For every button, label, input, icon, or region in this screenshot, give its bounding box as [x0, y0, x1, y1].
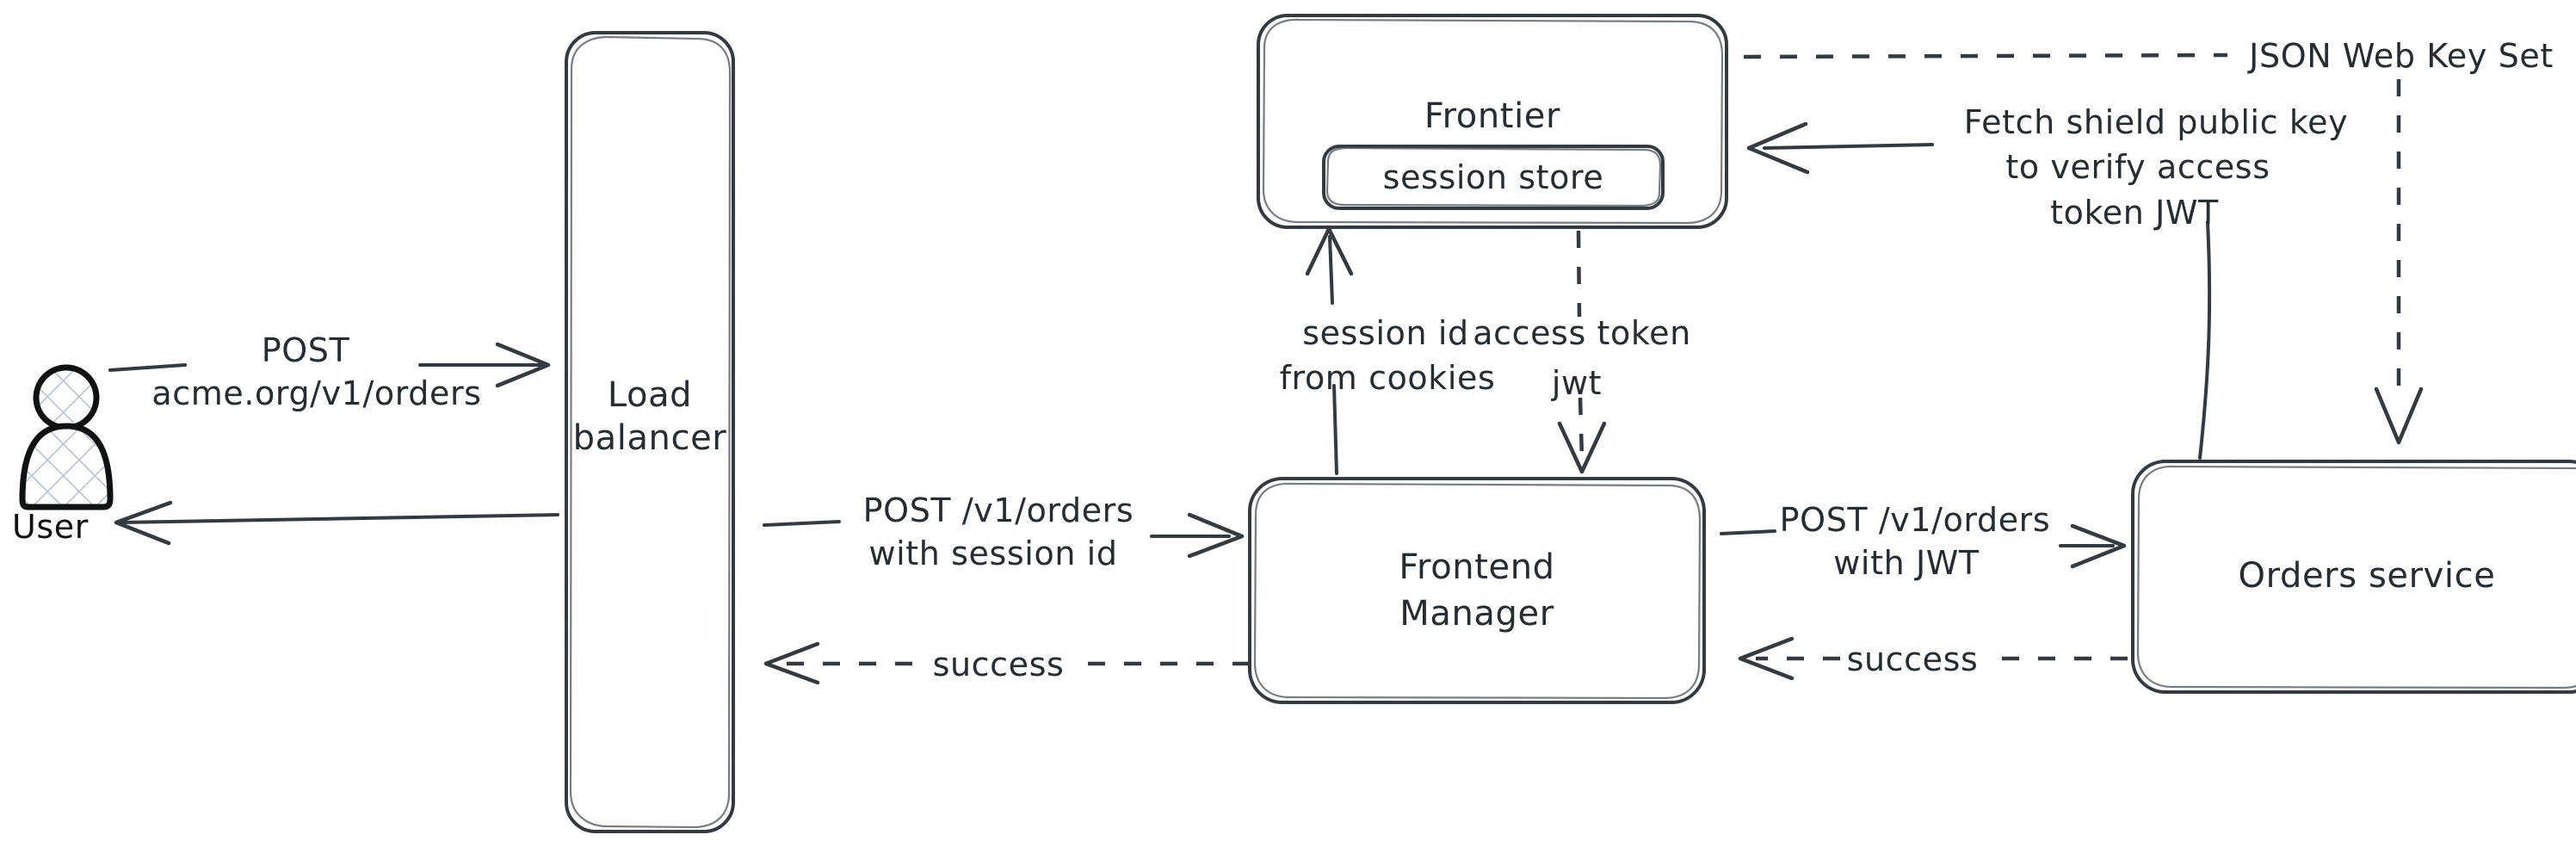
edge-frontier-to-os-line-horizontal: [1743, 53, 2228, 59]
edge-os-to-fm-arrowhead: [1738, 636, 1795, 681]
node-session-store[interactable]: session store: [1322, 145, 1665, 210]
edge-lb-to-user-line: [119, 513, 559, 524]
edge-frontend-manager-to-orders-service[interactable]: POST /v1/orders with JWT: [1720, 501, 2127, 582]
user-head-icon: [33, 364, 100, 431]
node-load-balancer[interactable]: Load balancer: [565, 31, 735, 833]
edge-fm-to-os-line: [1720, 529, 1776, 535]
edge-lb-to-fm-label-line1: POST /v1/orders: [863, 492, 1134, 529]
load-balancer-label-line2: balancer: [573, 418, 727, 458]
edge-frontend-manager-to-load-balancer[interactable]: success: [763, 641, 1250, 685]
edge-user-to-lb-label-line1: POST: [262, 331, 350, 369]
frontend-manager-box-sketch-overlay: [1253, 482, 1702, 700]
edge-lb-to-user-arrowhead: [114, 500, 173, 546]
edge-os-to-frontier-label-line1: Fetch shield public key: [1964, 103, 2348, 141]
load-balancer-box: [565, 31, 735, 833]
load-balancer-box-sketch-overlay: [569, 35, 732, 829]
edge-frontier-to-fm-arrowhead: [1557, 421, 1607, 474]
edge-os-to-fm-label: success: [1847, 640, 1979, 678]
edge-lb-to-fm-arrowhead: [1187, 512, 1245, 559]
session-store-box-sketch-overlay: [1325, 146, 1662, 207]
edge-os-to-frontier-line: [2198, 220, 2212, 460]
edge-fm-to-lb-arrowhead: [763, 641, 820, 685]
edge-load-balancer-to-frontend-manager[interactable]: POST /v1/orders with session id: [763, 492, 1245, 572]
frontier-box-sketch-overlay: [1262, 18, 1724, 225]
orders-service-box-sketch-overlay: [2136, 465, 2576, 689]
edge-lb-to-fm-line: [763, 520, 841, 527]
edge-fm-to-frontier-line-upper: [1328, 235, 1334, 305]
edge-fm-to-frontier-line-lower: [1332, 384, 1338, 475]
edge-os-to-frontier-arrowhead: [1746, 121, 1810, 175]
edge-load-balancer-to-user[interactable]: [114, 500, 559, 546]
edge-user-to-load-balancer[interactable]: POST acme.org/v1/orders: [108, 331, 551, 412]
edge-fm-to-frontier-label-line2: from cookies: [1280, 359, 1496, 397]
edge-frontier-to-frontend-manager[interactable]: access token jwt: [1473, 230, 1691, 474]
edge-fm-to-frontier-arrowhead: [1305, 226, 1354, 276]
edge-fm-to-os-arrowhead: [2070, 523, 2127, 569]
edge-fm-to-os-label-line2: with JWT: [1833, 544, 1980, 582]
node-frontend-manager[interactable]: Frontend Manager: [1248, 477, 1706, 704]
edge-frontier-to-fm-line-upper: [1576, 230, 1582, 318]
edge-frontier-to-fm-label-line1: access token: [1473, 314, 1691, 352]
frontend-manager-label-line2: Manager: [1399, 594, 1554, 634]
edge-user-to-lb-arrowhead: [495, 342, 551, 388]
edge-user-to-lb-line: [108, 363, 187, 372]
user-actor-label: User: [12, 508, 89, 546]
user-body-icon: [19, 423, 114, 510]
node-orders-service[interactable]: Orders service: [2131, 460, 2576, 694]
edge-fm-to-lb-label: success: [933, 646, 1065, 683]
edge-lb-to-fm-label-line2: with session id: [868, 535, 1117, 572]
session-store-label: session store: [1383, 158, 1604, 196]
edge-frontend-manager-to-frontier[interactable]: session id from cookies: [1280, 226, 1496, 475]
frontier-label: Frontier: [1424, 96, 1560, 136]
frontend-manager-box: [1248, 477, 1706, 704]
edge-frontier-to-os-label: JSON Web Key Set: [2247, 37, 2554, 75]
edge-orders-service-to-frontend-manager[interactable]: success: [1738, 636, 2128, 681]
user-actor[interactable]: User: [12, 364, 114, 546]
edge-frontier-to-orders-service[interactable]: JSON Web Key Set: [1743, 37, 2554, 445]
orders-service-label: Orders service: [2239, 556, 2496, 596]
edge-user-to-lb-label-line2: acme.org/v1/orders: [151, 374, 481, 412]
edge-frontier-to-fm-label-line2: jwt: [1551, 364, 1602, 402]
edge-os-to-frontier-line-horizontal: [1763, 143, 1934, 150]
edge-fm-to-frontier-label-line1: session id: [1302, 314, 1468, 352]
edge-os-to-frontier-label-line2: to verify access: [2005, 148, 2270, 186]
orders-service-box: [2131, 460, 2576, 694]
frontend-manager-label-line1: Frontend: [1399, 547, 1554, 587]
session-store-box: [1322, 145, 1665, 210]
edge-frontier-to-fm-line-lower: [1578, 397, 1585, 459]
edge-orders-service-to-frontier[interactable]: Fetch shield public key to verify access…: [1746, 103, 2348, 460]
edge-os-to-frontier-label-line3: token JWT: [2050, 194, 2219, 232]
edge-frontier-to-os-arrowhead: [2374, 386, 2424, 445]
edge-fm-to-os-label-line1: POST /v1/orders: [1780, 501, 2051, 539]
load-balancer-label-line1: Load: [608, 375, 692, 415]
node-frontier[interactable]: Frontier session store: [1257, 14, 1728, 229]
